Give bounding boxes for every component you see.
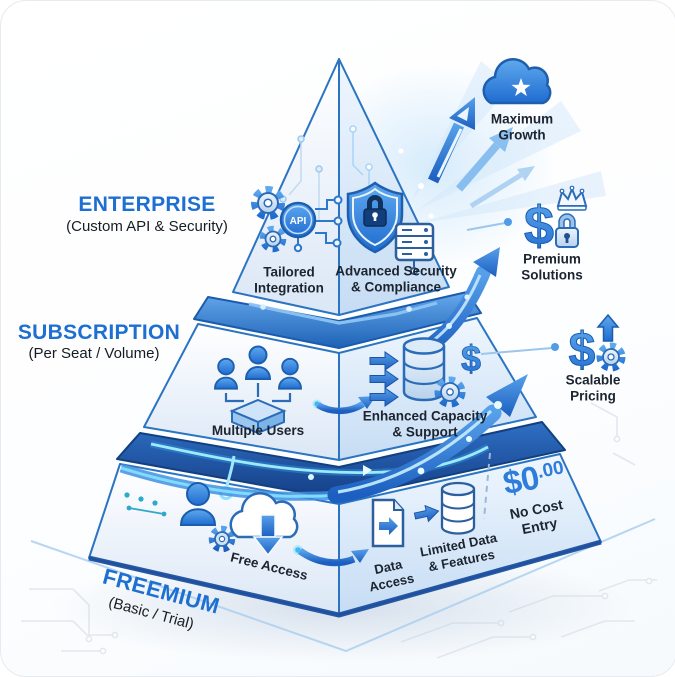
maximum-growth-label: Maximum Growth (491, 112, 553, 145)
api-circle (279, 201, 317, 239)
enterprise-tier-title: ENTERPRISE (78, 193, 216, 217)
base-platform-outline (30, 518, 656, 653)
label-line: Premium (523, 251, 581, 267)
advanced-security-icon (346, 181, 435, 275)
api-badge-text: API (290, 216, 307, 227)
scalable-pricing-label: Scalable Pricing (566, 373, 621, 406)
label-line: Multiple Users (211, 422, 305, 438)
chevron-arrow-icon (413, 504, 440, 523)
freemium-teal-dots (124, 492, 167, 517)
gear-icon (208, 525, 236, 553)
enterprise-tier-qualifier: (Custom API & Security) (66, 217, 228, 235)
cloud-download-icon (229, 492, 299, 557)
label-line: & Compliance (350, 280, 442, 295)
band-subscription-top (193, 291, 482, 349)
chevron-arrow-icon (369, 369, 399, 389)
gear-icon (596, 342, 626, 372)
label-line: Solutions (521, 268, 583, 283)
tailored-integration-label: Tailored Integration (254, 265, 324, 298)
platform-box-icon (229, 398, 287, 435)
dollar-icon: $ (524, 196, 554, 256)
label-line: & Support (392, 425, 458, 440)
enhanced-capacity-label: Enhanced Capacity & Support (363, 409, 488, 442)
gear-icon (259, 225, 287, 253)
premium-solutions-icon: $ (523, 185, 588, 257)
label-line: Integration (254, 281, 324, 296)
band-freemium-top (116, 421, 566, 500)
free-user-icon (179, 482, 217, 526)
tier3-connector-arrow (293, 545, 369, 567)
user-icon (244, 345, 272, 380)
gear-icon (434, 376, 466, 408)
subscription-tier-title: SUBSCRIPTION (17, 321, 181, 345)
label-line: Tailored (263, 264, 315, 280)
star-icon (511, 78, 531, 97)
lock-icon (555, 213, 579, 248)
label-line: Scalable (565, 372, 621, 388)
label-line: Growth (498, 128, 546, 143)
price-cents: .00 (535, 457, 566, 483)
user-icon (278, 357, 302, 390)
label-line: Enhanced Capacity (362, 408, 488, 424)
data-access-doc-icon (371, 498, 405, 548)
advanced-security-label: Advanced Security & Compliance (335, 264, 457, 297)
enhanced-capacity-icon: $ (369, 337, 481, 408)
dollar-icon: $ (569, 324, 596, 377)
tier-freemium-bottom-edge (88, 539, 602, 618)
growth-burst-arrows (428, 97, 535, 209)
server-stack-icon (394, 222, 435, 275)
freemium-divider-dashed (483, 452, 491, 520)
scalable-pricing-icon: $ (568, 313, 626, 378)
crown-icon (556, 185, 588, 211)
subscription-tier-qualifier: (Per Seat / Volume) (28, 344, 160, 362)
chevron-arrow-icon (369, 351, 399, 371)
chevron-arrow-icon (369, 387, 399, 407)
label-line: Maximum (490, 111, 554, 127)
multiple-users-label: Multiple Users (212, 423, 304, 439)
label-line: Advanced Security (335, 263, 457, 279)
band-subscription-trace (248, 301, 438, 325)
multiple-users-icon (214, 345, 302, 435)
shield-lock-icon (346, 181, 404, 254)
growth-cloud-icon (482, 58, 552, 105)
swoosh-arrow-lower (119, 374, 528, 504)
tailored-integration-icon: API (251, 186, 343, 253)
premium-solutions-label: Premium Solutions (521, 252, 583, 285)
limited-data-db-icon (440, 481, 476, 535)
dollar-icon: $ (461, 338, 481, 379)
up-arrow-icon (596, 313, 620, 342)
label-line: Pricing (570, 389, 616, 404)
user-icon (214, 357, 238, 390)
callout-connectors (466, 218, 559, 355)
gear-icon (251, 186, 285, 220)
